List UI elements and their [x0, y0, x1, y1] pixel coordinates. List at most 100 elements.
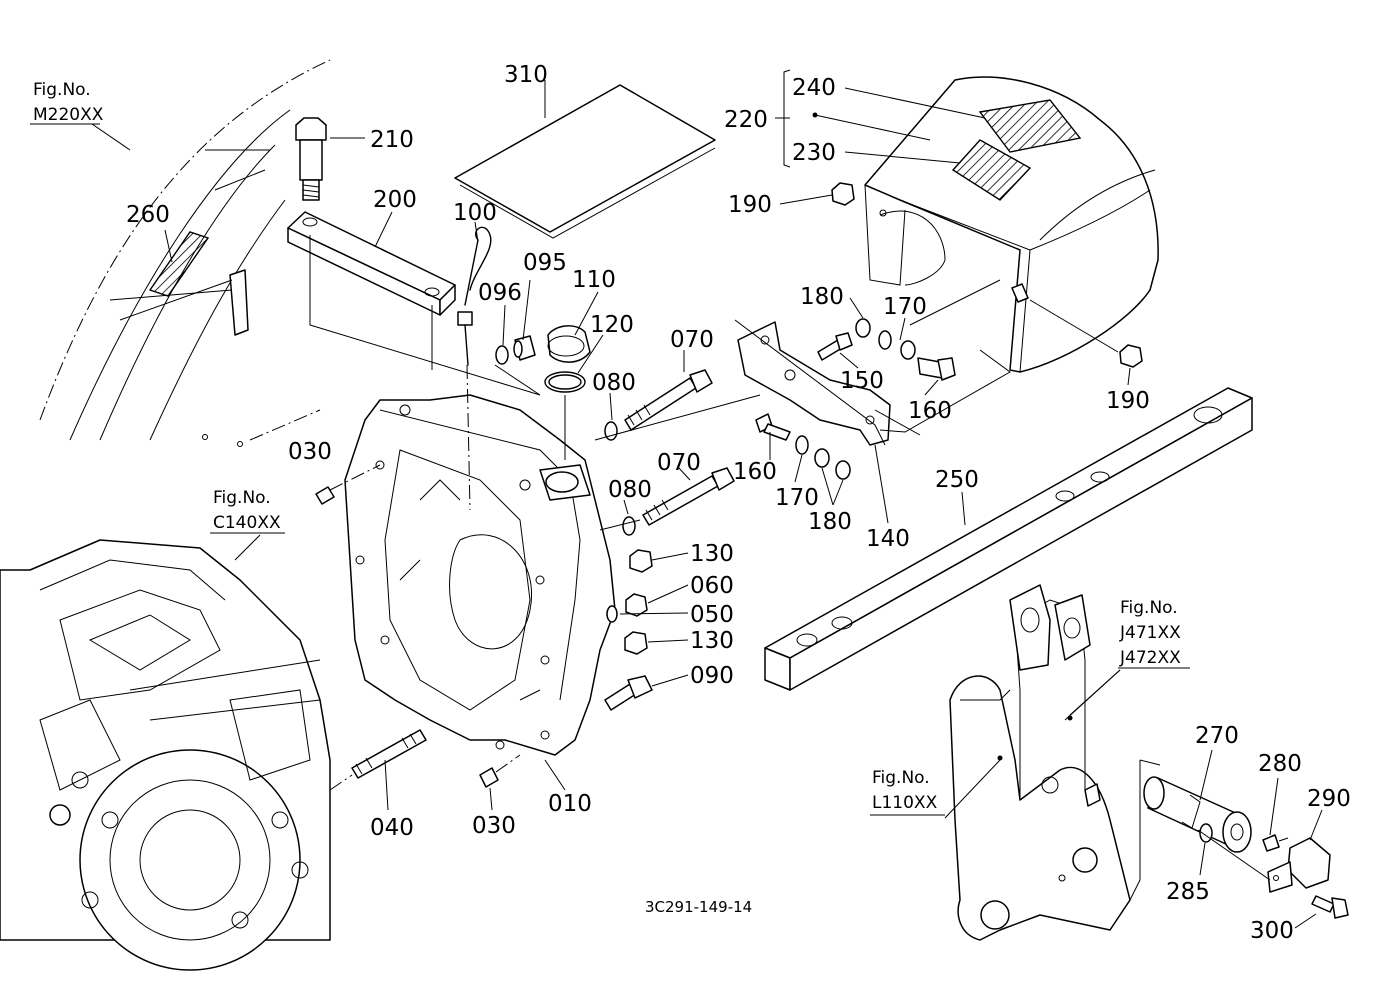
bracket-140	[737, 321, 891, 446]
figure-ref-l110xx: Fig.No. L110XX	[870, 768, 945, 816]
decal-230	[951, 139, 1032, 201]
washer-180-upper	[855, 318, 871, 338]
plug-096	[495, 345, 509, 365]
nut-130-lower	[624, 631, 648, 655]
hitch-bracket	[949, 584, 1161, 941]
manual-310	[454, 84, 716, 239]
bolt-210	[295, 117, 327, 201]
label-050: 050	[690, 602, 734, 628]
svg-text:J471XX: J471XX	[1119, 623, 1181, 643]
label-030-lower: 030	[472, 813, 516, 839]
label-190-lower: 190	[1106, 388, 1150, 414]
nut-190-upper	[831, 182, 855, 206]
label-180-lower: 180	[808, 509, 852, 535]
svg-text:Fig.No.: Fig.No.	[213, 488, 271, 508]
label-160-lower: 160	[733, 459, 777, 485]
plug-095	[513, 335, 536, 361]
drawing-code: 3C291-149-14	[645, 898, 752, 916]
bolt-150	[817, 332, 853, 361]
label-240: 240	[792, 75, 836, 101]
label-230: 230	[792, 140, 836, 166]
label-140: 140	[866, 526, 910, 552]
svg-text:Fig.No.: Fig.No.	[33, 80, 91, 100]
label-290: 290	[1307, 786, 1351, 812]
washer-180-upper-b	[900, 340, 916, 360]
label-210: 210	[370, 127, 414, 153]
label-130-lower: 130	[690, 628, 734, 654]
svg-text:M220XX: M220XX	[33, 105, 104, 125]
nut-130-upper	[629, 549, 653, 573]
washer-170-upper	[878, 330, 892, 350]
label-095: 095	[523, 250, 567, 276]
pin-030-lower	[479, 767, 499, 788]
figure-ref-j471xx: Fig.No. J471XX J472XX	[1118, 598, 1190, 669]
o-ring-120	[544, 371, 586, 393]
stud-040	[351, 729, 427, 779]
label-100: 100	[453, 200, 497, 226]
label-220: 220	[724, 107, 768, 133]
label-160-upper: 160	[908, 398, 952, 424]
label-110: 110	[572, 267, 616, 293]
label-080-lower: 080	[608, 477, 652, 503]
nut-060	[625, 593, 648, 617]
svg-text:L110XX: L110XX	[872, 793, 938, 813]
bolt-070-upper	[624, 369, 713, 431]
washer-050	[606, 605, 618, 623]
svg-text:C140XX: C140XX	[213, 513, 281, 533]
dipstick-100	[457, 226, 492, 511]
label-096: 096	[478, 280, 522, 306]
figure-ref-c140xx: Fig.No. C140XX	[210, 488, 285, 534]
label-300: 300	[1250, 918, 1294, 944]
nut-190-lower	[1119, 344, 1143, 368]
label-180-upper: 180	[800, 284, 844, 310]
label-285: 285	[1166, 879, 1210, 905]
bolt-300	[1311, 895, 1349, 919]
pin-030-upper	[315, 486, 335, 505]
label-150: 150	[840, 368, 884, 394]
leader-lines	[91, 69, 1323, 929]
label-040: 040	[370, 815, 414, 841]
fitting-090	[604, 675, 653, 711]
svg-text:J472XX: J472XX	[1119, 648, 1181, 668]
cap-110	[547, 325, 591, 363]
drawbar-250	[764, 387, 1253, 691]
label-130-upper: 130	[690, 541, 734, 567]
cover-220	[864, 76, 1159, 373]
washer-180-lower	[814, 448, 830, 468]
label-030-upper: 030	[288, 439, 332, 465]
figure-ref-m220xx: Fig.No. M220XX	[30, 80, 104, 125]
label-120: 120	[590, 312, 634, 338]
label-080-upper: 080	[592, 370, 636, 396]
label-060: 060	[690, 573, 734, 599]
label-070-lower: 070	[657, 450, 701, 476]
washer-180-lower-b	[835, 460, 851, 480]
pin-270	[1143, 776, 1252, 853]
svg-text:Fig.No.: Fig.No.	[1120, 598, 1178, 618]
label-310: 310	[504, 62, 548, 88]
label-250: 250	[935, 467, 979, 493]
housing-010	[344, 394, 616, 756]
transmission-case-outline	[0, 539, 331, 971]
bolt-160-upper	[917, 357, 956, 381]
decal-240	[978, 99, 1082, 153]
label-070-upper: 070	[670, 327, 714, 353]
label-010: 010	[548, 791, 592, 817]
label-270: 270	[1195, 723, 1239, 749]
label-170-lower: 170	[775, 485, 819, 511]
decal-260	[148, 231, 210, 297]
washer-080-lower	[622, 516, 636, 536]
label-170-upper: 170	[883, 294, 927, 320]
bolt-160-lower	[755, 413, 791, 441]
label-090: 090	[690, 663, 734, 689]
label-190-upper: 190	[728, 192, 772, 218]
svg-text:Fig.No.: Fig.No.	[872, 768, 930, 788]
label-260: 260	[126, 202, 170, 228]
plate-200	[287, 211, 541, 396]
label-200: 200	[373, 187, 417, 213]
part-labels: 210 200 260 310 100 095 110 096 120 070 …	[126, 62, 1351, 944]
lock-290	[1267, 837, 1331, 893]
washer-170-lower	[795, 435, 809, 455]
screw-280	[1262, 834, 1289, 852]
label-280: 280	[1258, 751, 1302, 777]
